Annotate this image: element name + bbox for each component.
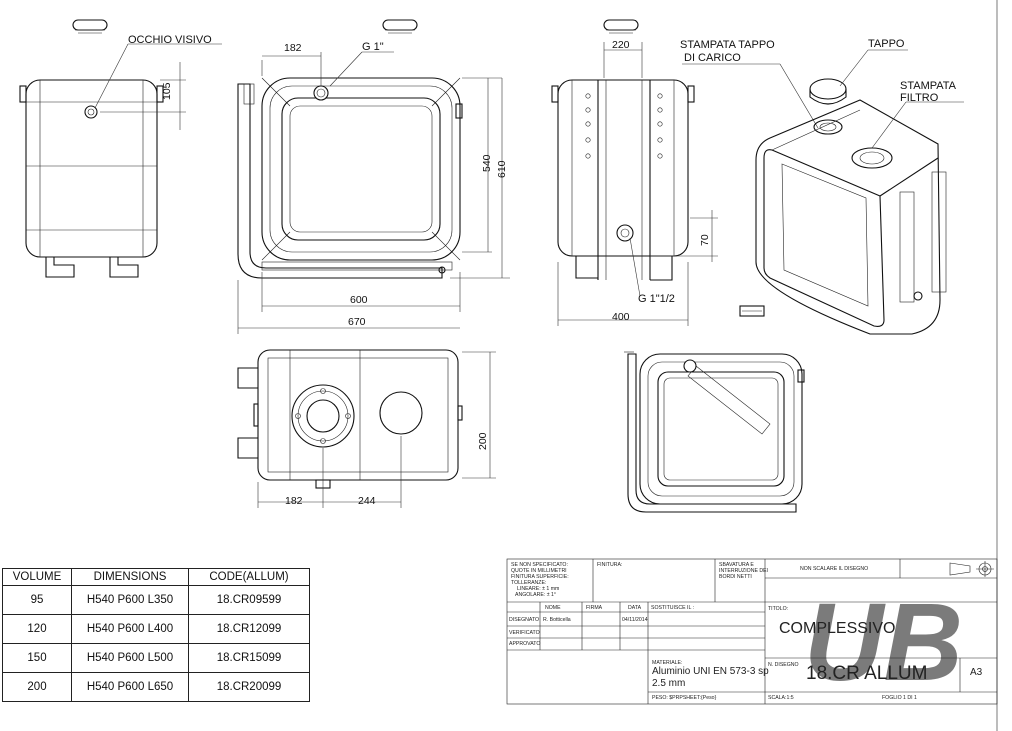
cell-dimensions: H540 P600 L400 — [71, 614, 189, 644]
side-view-right — [551, 19, 819, 326]
note-line: BORDI NETTI — [719, 574, 752, 580]
drawing-date: 04/11/2014 — [622, 617, 648, 623]
watermark-logo: UB — [804, 581, 963, 704]
top-view — [237, 349, 496, 508]
materiale-label: MATERIALE: — [652, 660, 683, 666]
thickness-value: 2.5 mm — [652, 678, 686, 689]
spec-table: VOLUME DIMENSIONS CODE(ALLUM) 95 H540 P6… — [2, 568, 310, 702]
header-volume: VOLUME — [2, 568, 72, 586]
note-line: SBAVATURA E — [719, 562, 754, 568]
dim-70: 70 — [699, 234, 711, 246]
cell-dimensions: H540 P600 L650 — [71, 672, 189, 702]
callout-occhio-visivo: OCCHIO VISIVO — [128, 34, 212, 46]
sheet-format: A3 — [970, 667, 983, 678]
dim-600: 600 — [350, 294, 368, 306]
cell-code: 18.CR12099 — [188, 614, 310, 644]
title-block-frame — [506, 558, 998, 705]
col-firma: FIRMA — [586, 605, 603, 611]
dim-244: 244 — [358, 495, 376, 507]
dim-200: 200 — [477, 432, 489, 450]
note-line: TOLLERANZE: — [511, 580, 547, 586]
material-value: Aluminio UNI EN 573-3 sp — [652, 666, 769, 677]
cell-dimensions: H540 P600 L350 — [71, 585, 189, 615]
table-row: 95 H540 P600 L350 18.CR09599 — [2, 585, 310, 615]
note-line: INTERRUZIONE DEI — [719, 568, 768, 574]
note-line: FINITURA SUPERFICIE: — [511, 574, 569, 580]
n-disegno-label: N. DISEGNO — [768, 662, 799, 668]
header-dimensions: DIMENSIONS — [71, 568, 189, 586]
col-nome: NOME — [545, 605, 561, 611]
table-row: 200 H540 P600 L650 18.CR20099 — [2, 672, 310, 702]
dim-105: 105 — [161, 82, 173, 100]
side-view-left — [19, 19, 222, 278]
dim-540: 540 — [481, 154, 493, 172]
header-code: CODE(ALLUM) — [188, 568, 310, 586]
dim-670: 670 — [348, 316, 366, 328]
drawing-number: 18.CR ALLUM — [806, 663, 928, 684]
cell-volume: 200 — [2, 672, 72, 702]
scala-field: SCALA:1:5 — [768, 695, 794, 701]
callout-stampata-filtro-1: STAMPATA — [900, 80, 957, 92]
note-line: SE NON SPECIFICATO: — [511, 562, 568, 568]
note-line: ANGOLARE: ± 1° — [515, 592, 556, 598]
projection-symbol — [949, 561, 994, 577]
peso-field: PESO: $PRPSHEET:{Peso} — [652, 695, 717, 701]
sbavatura-note: SBAVATURA E INTERRUZIONE DEI BORDI NETTI — [719, 562, 768, 580]
cell-dimensions: H540 P600 L500 — [71, 643, 189, 673]
isometric-view — [739, 49, 964, 335]
general-notes: SE NON SPECIFICATO: QUOTE IN MILLIMETRI … — [511, 562, 569, 598]
non-scalare-note: NON SCALARE IL DISEGNO — [800, 566, 869, 572]
dim-610: 610 — [496, 160, 508, 178]
callout-stampata-filtro-2: FILTRO — [900, 92, 939, 104]
cell-volume: 95 — [2, 585, 72, 615]
disegnato-label: DISEGNATO — [509, 617, 540, 623]
dim-220: 220 — [612, 39, 630, 51]
drawing-title: COMPLESSIVO — [779, 620, 896, 637]
dim-400: 400 — [612, 311, 630, 323]
cell-volume: 120 — [2, 614, 72, 644]
col-data: DATA — [628, 605, 642, 611]
callout-tappo: TAPPO — [868, 38, 905, 50]
foglio-field: FOGLIO 1 DI 1 — [882, 695, 917, 701]
disegnatore-name: R. Botticella — [543, 617, 571, 623]
sostituisce-label: SOSTITUISCE IL : — [651, 605, 695, 611]
note-line: LINEARE: ± 1 mm — [517, 586, 560, 592]
callout-stampata-tappo-1: STAMPATA TAPPO — [680, 39, 775, 51]
cell-code: 18.CR15099 — [188, 643, 310, 673]
cell-volume: 150 — [2, 643, 72, 673]
section-view — [624, 351, 805, 513]
dim-182-bottom: 182 — [285, 495, 303, 507]
spec-table-header: VOLUME DIMENSIONS CODE(ALLUM) — [2, 568, 310, 586]
note-line: QUOTE IN MILLIMETRI — [511, 568, 567, 574]
callout-stampata-tappo-2: DI CARICO — [684, 52, 741, 64]
titolo-label: TITOLO: — [768, 606, 789, 612]
cell-code: 18.CR09599 — [188, 585, 310, 615]
table-row: 120 H540 P600 L400 18.CR12099 — [2, 614, 310, 644]
table-row: 150 H540 P600 L500 18.CR15099 — [2, 643, 310, 673]
approvato-label: APPROVATO — [509, 641, 541, 647]
finitura-label: FINITURA: — [597, 562, 623, 568]
cell-code: 18.CR20099 — [188, 672, 310, 702]
dim-182-top: 182 — [284, 42, 302, 54]
verificato-label: VERIFICATO — [509, 630, 540, 636]
callout-g1-half: G 1"1/2 — [638, 293, 675, 305]
callout-g1: G 1" — [362, 41, 384, 53]
front-view — [237, 19, 510, 334]
